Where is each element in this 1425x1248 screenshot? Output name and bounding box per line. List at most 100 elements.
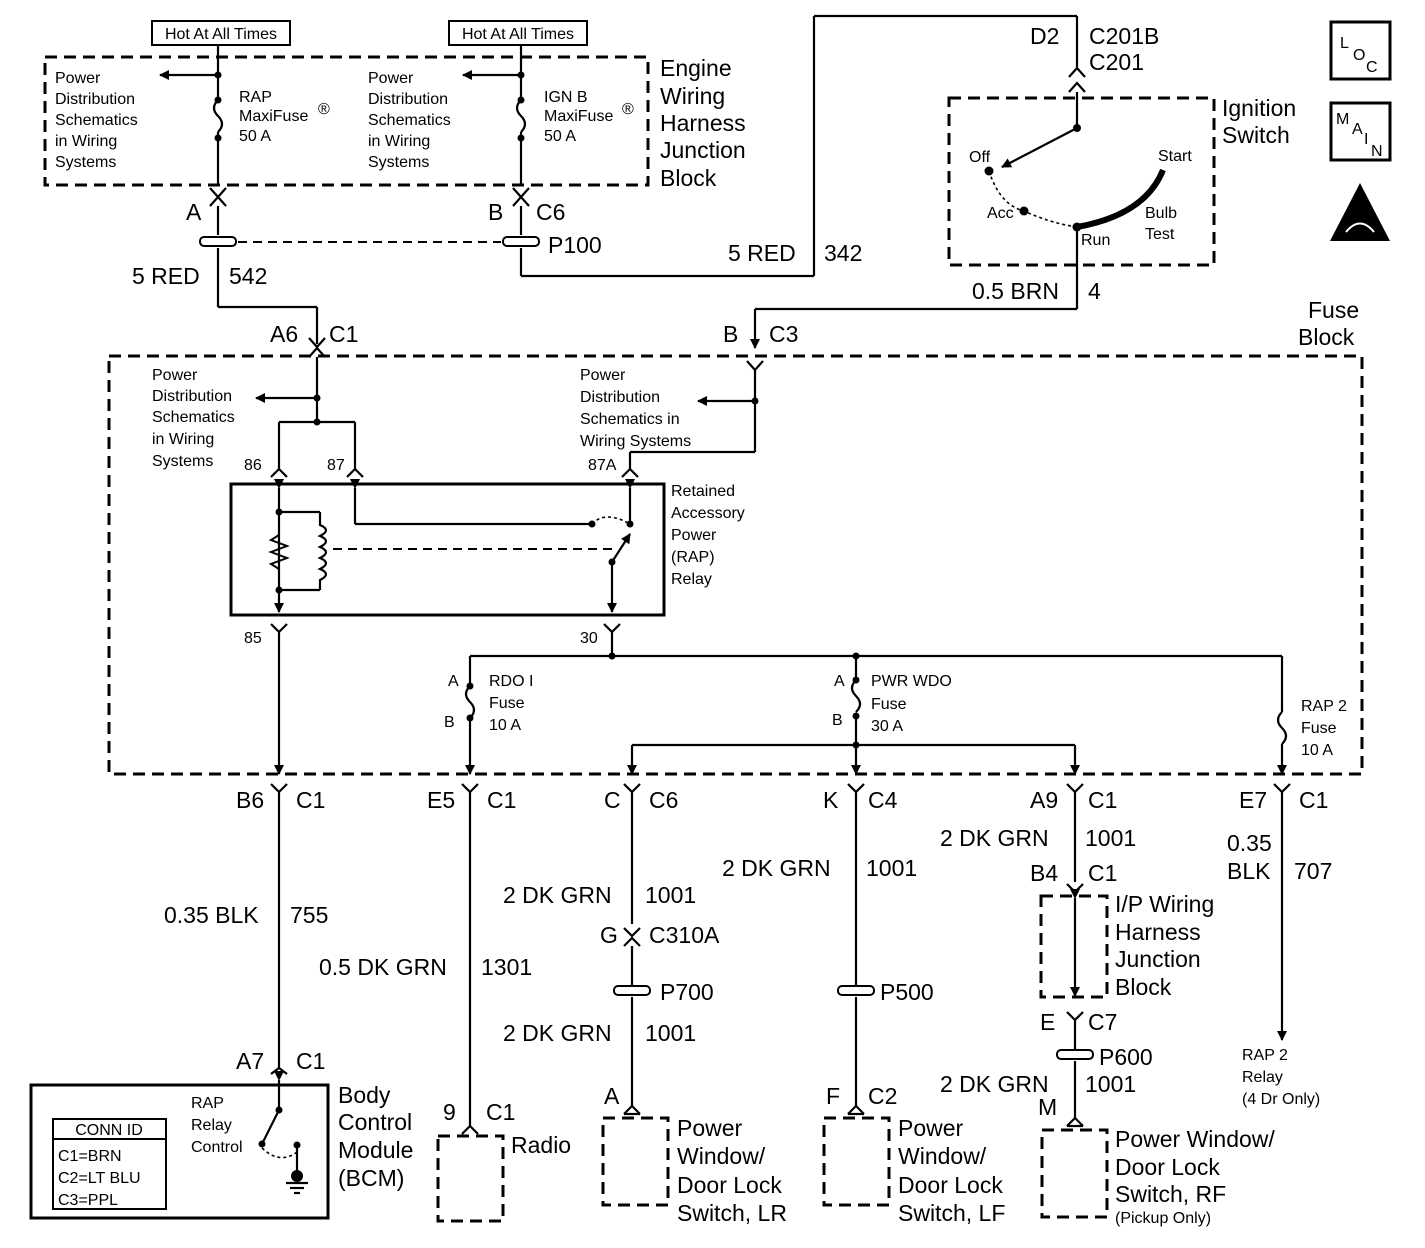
reg-mark-b: ® [622,101,634,118]
p600-label: P600 [1099,1044,1153,1070]
radio-conn: C1 [486,1099,515,1125]
maxifuse-b-label: IGN B MaxiFuse 50 A [544,89,618,145]
ignition-switch-outline [947,96,1216,267]
acc-label: Acc [987,205,1014,222]
svg-text:L: L [1340,35,1349,52]
switch-rf: M Power Window/ Door Lock Switch, RF (Pi… [1038,1094,1275,1227]
fuse-block-outline [107,354,1364,776]
wire-1001-c-num: 1001 [866,855,917,881]
radio-pin: 9 [443,1099,456,1125]
wire-755-color: 0.35 BLK [164,902,259,928]
lr-switch-label: Power Window/ Door Lock Switch, LR [677,1115,788,1226]
b4-label: B4 [1030,860,1058,886]
hot-at-all-times-box-a [151,20,291,46]
pd-label-b: Power Distribution Schematics in Wiring … [368,70,455,171]
p100-label: P100 [548,232,602,258]
hot-label-a: Hot At All Times [165,26,277,43]
b6-c1-label: C1 [296,787,325,813]
conn-id-table [52,1118,167,1210]
ignition-switch: D2 C201B C201 Off Acc Run Start Bulb Tes… [750,23,1296,349]
c201-label: C201 [1089,49,1144,75]
wire-1001-a-num: 1001 [645,882,696,908]
c6-label: C6 [649,787,678,813]
conn-id-c1: C1=BRN [58,1148,122,1165]
c310a-label: C310A [649,922,720,948]
svg-text:N: N [1371,143,1383,160]
rf-pickup-note: (Pickup Only) [1115,1210,1211,1227]
wire-1001-e-num: 1001 [1085,1071,1136,1097]
conn-id-c2: C2=LT BLU [58,1170,141,1187]
hot-at-all-times-box-b [448,20,588,46]
bulb-test-label: Bulb Test [1145,205,1181,243]
switch-lr: A Power Window/ Door Lock Switch, LR [601,1083,788,1226]
svg-text:O: O [1353,47,1365,64]
engine-junction-block: Hot At All Times Hot At All Times Power … [43,14,1079,344]
e7-label: E7 [1239,787,1267,813]
splice-p600 [1056,1049,1094,1060]
pwr-fuse-a: A [834,673,845,690]
svg-text:A: A [1352,121,1363,138]
p500-label: P500 [880,979,934,1005]
pin-87: 87 [327,457,345,474]
maxifuse-a-symbol [212,99,224,133]
g-label: G [600,922,618,948]
splice-p700 [613,985,651,996]
loc-badge: L O C [1329,20,1392,81]
ground-icon [286,1181,308,1195]
conn-id-c3: C3=PPL [58,1192,118,1209]
start-label: Start [1158,148,1192,165]
e7-c1-label: C1 [1299,787,1328,813]
a7-label: A7 [236,1048,264,1074]
pd-left-label: Power Distribution Schematics in Wiring … [152,367,239,470]
svg-text:I: I [1364,131,1368,148]
radio-outline [436,1134,505,1223]
maxifuse-b-symbol [515,99,527,133]
rf-switch-outline [1040,1128,1109,1219]
rdo-fuse-a: A [448,673,459,690]
radio: 9 C1 Radio [436,1099,571,1223]
output-circuits: B6 C1 E5 C1 C C6 K C4 A9 C1 E7 C1 0.35 B… [164,783,1332,1126]
k-label: K [823,787,839,813]
radio-label: Radio [511,1132,571,1158]
rf-pin: M [1038,1094,1057,1120]
lf-conn: C2 [868,1083,897,1109]
lf-switch-outline [822,1116,891,1207]
pin-87a: 87A [588,457,617,474]
rdo-fuse-b: B [444,714,455,731]
conn-id-title: CONN ID [75,1122,143,1139]
engine-block-title: Engine Wiring Harness Junction Block [660,55,752,191]
engine-block-outline [43,55,650,187]
off-label: Off [969,149,991,166]
bcm-outline [29,1083,330,1220]
a9-c1-label: C1 [1088,787,1117,813]
wire-4-num: 4 [1088,278,1101,304]
svg-text:M: M [1336,111,1349,128]
relay-coil-symbol [317,512,328,590]
wire-755-num: 755 [290,902,328,928]
esd-warning-icon [1330,183,1390,241]
rdo-fuse-label: RDO I Fuse 10 A [489,673,538,734]
pwr-wdo-fuse-label: PWR WDO Fuse 30 A [871,673,956,735]
switch-lf: F C2 Power Window/ Door Lock Switch, LF [822,1083,1009,1226]
p700-label: P700 [660,979,714,1005]
rap2-fuse-symbol [1276,711,1288,745]
start-arc [1076,168,1166,230]
fuse-block-title: Fuse Block [1298,297,1366,350]
rap-relay-label: Retained Accessory Power (RAP) Relay [671,483,749,588]
wire-1001-a-color: 2 DK GRN [503,882,612,908]
wire-342-color: 5 RED [728,240,796,266]
pin-86: 86 [244,457,262,474]
e5-c1-label: C1 [487,787,516,813]
ip-junction-block-title: I/P Wiring Harness Junction Block [1115,891,1221,1000]
reg-mark-a: ® [318,101,330,118]
lf-switch-label: Power Window/ Door Lock Switch, LF [898,1115,1009,1226]
splice-p100-a [199,236,237,247]
fuse-block: Fuse Block A6 C1 B C3 Power Distribution… [107,297,1366,776]
pwr-fuse-b: B [832,712,843,729]
a6-label: A6 [270,321,298,347]
c-label: C [604,787,621,813]
wire-1001-b-num: 1001 [645,1020,696,1046]
wire-1001-b-color: 2 DK GRN [503,1020,612,1046]
run-label: Run [1081,232,1110,249]
